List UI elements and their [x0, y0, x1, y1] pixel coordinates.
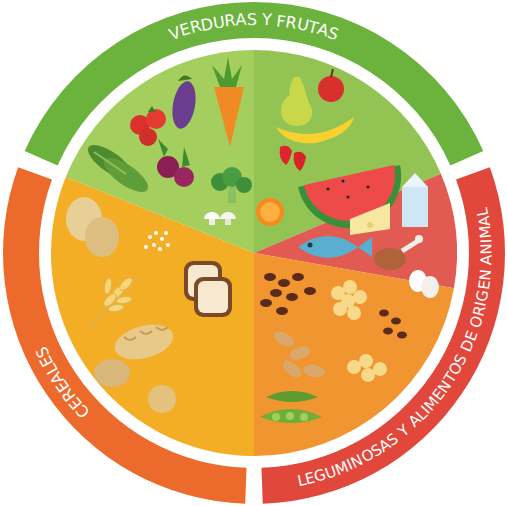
- legumes-drawing: [260, 273, 407, 423]
- cereals-sector: [51, 177, 254, 456]
- cereals-drawing: [66, 197, 232, 413]
- animal-foods-drawing: [298, 173, 439, 298]
- band-arc: [3, 167, 246, 504]
- band-arc: [262, 167, 505, 504]
- band-arc: [25, 2, 484, 166]
- fruits-drawing: [256, 69, 401, 228]
